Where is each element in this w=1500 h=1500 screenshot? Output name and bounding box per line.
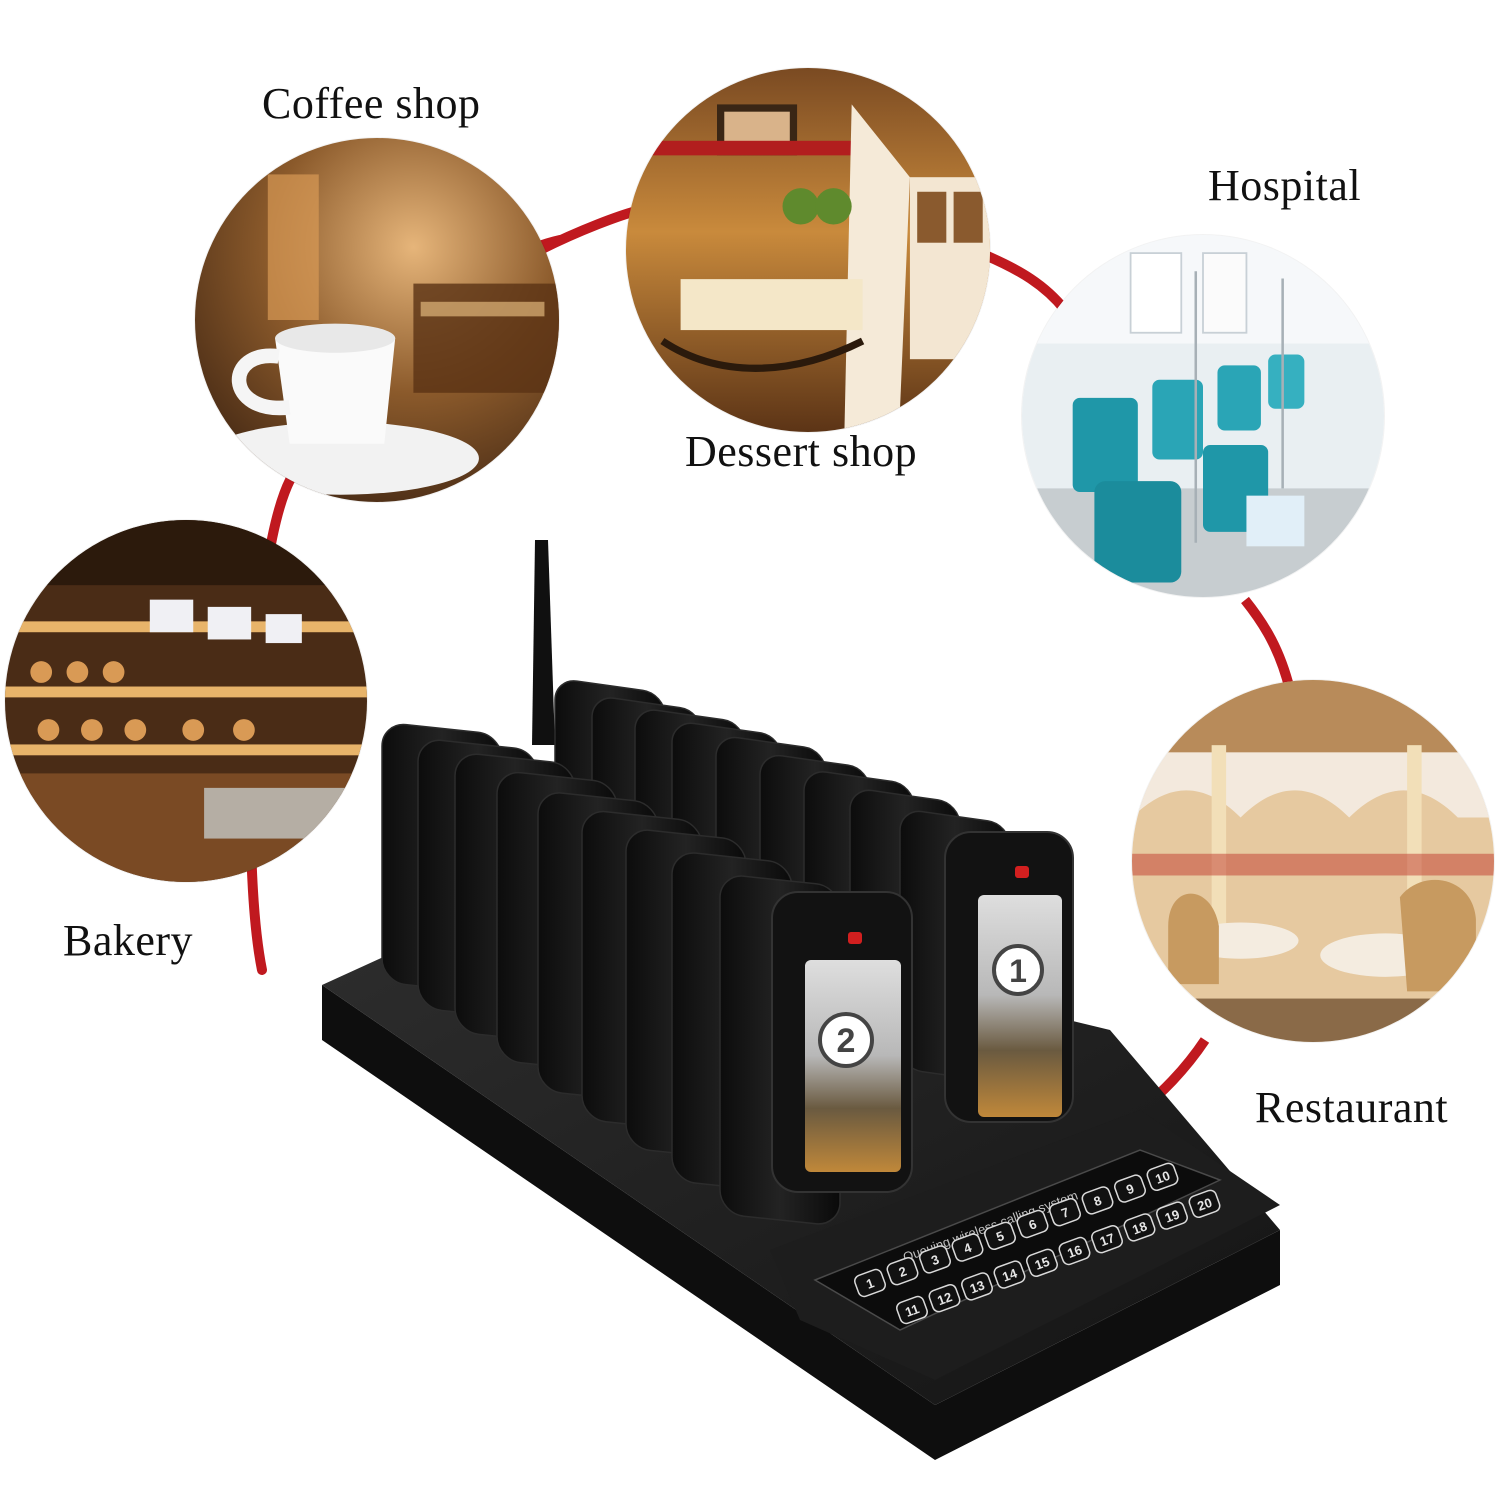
keypad-button-16[interactable]: 16 [1058,1236,1092,1266]
keypad-button-9[interactable]: 9 [1113,1173,1147,1203]
keypad-button-3[interactable]: 3 [918,1244,952,1274]
dessert-shop-photo [626,68,990,432]
keypad-button-6[interactable]: 6 [1016,1209,1050,1239]
keypad-button-label: 20 [1195,1195,1214,1214]
keypad-button-14[interactable]: 14 [993,1259,1027,1289]
keypad-button-label: 14 [1000,1265,1019,1284]
keypad-button-label: 18 [1130,1218,1149,1237]
keypad-button-11[interactable]: 11 [895,1295,929,1325]
keypad-button-label: 5 [994,1228,1006,1245]
keypad-button-5[interactable]: 5 [983,1221,1017,1251]
keypad-button-13[interactable]: 13 [960,1271,994,1301]
keypad-button-15[interactable]: 15 [1025,1248,1059,1278]
keypad-button-label: 19 [1163,1207,1182,1226]
keypad-button-label: 16 [1065,1242,1084,1261]
dessert-shop-label: Dessert shop [685,427,918,476]
keypad-button-18[interactable]: 18 [1123,1212,1157,1242]
pager-2: 2 [771,891,913,1193]
keypad-button-label: 9 [1124,1181,1136,1198]
coffee-shop-label: Coffee shop [262,79,481,128]
keypad-button-label: 7 [1059,1204,1071,1221]
pager-2-number: 2 [837,1022,856,1060]
keypad-button-label: 1 [864,1275,876,1292]
antenna [532,540,555,745]
keypad-button-19[interactable]: 19 [1155,1200,1189,1230]
pager-1-number: 1 [1009,953,1027,989]
bakery-label: Bakery [63,916,194,965]
hospital-label: Hospital [1208,161,1362,210]
keypad-button-label: 15 [1033,1254,1052,1273]
keypad-button-label: 17 [1098,1230,1117,1249]
keypad-button-4[interactable]: 4 [951,1232,985,1262]
keypad-button-label: 13 [968,1277,987,1296]
keypad-button-8[interactable]: 8 [1081,1185,1115,1215]
keypad-button-17[interactable]: 17 [1090,1224,1124,1254]
keypad-button-label: 3 [929,1252,941,1269]
keypad-button-20[interactable]: 20 [1188,1189,1222,1219]
keypad-button-label: 11 [903,1301,921,1320]
pager-1-screen [978,895,1062,1117]
keypad-button-label: 12 [935,1289,954,1308]
keypad-button-10[interactable]: 10 [1146,1162,1180,1192]
keypad-button-label: 8 [1092,1193,1104,1210]
pager-2-led [848,932,862,944]
keypad-button-7[interactable]: 7 [1048,1197,1082,1227]
keypad-button-12[interactable]: 12 [928,1283,962,1313]
pager-1: 1 [944,831,1074,1123]
base-front [322,985,1280,1460]
keypad-button-label: 10 [1153,1168,1172,1187]
keypad-button-label: 2 [897,1263,909,1280]
keypad-button-label: 6 [1027,1216,1039,1233]
coffee-shop-photo [195,138,559,502]
keypad-button-2[interactable]: 2 [886,1256,920,1286]
restaurant-label: Restaurant [1255,1083,1449,1132]
keypad-button-1[interactable]: 1 [853,1268,887,1298]
pager-1-led [1015,866,1029,878]
bakery-photo [5,520,367,882]
